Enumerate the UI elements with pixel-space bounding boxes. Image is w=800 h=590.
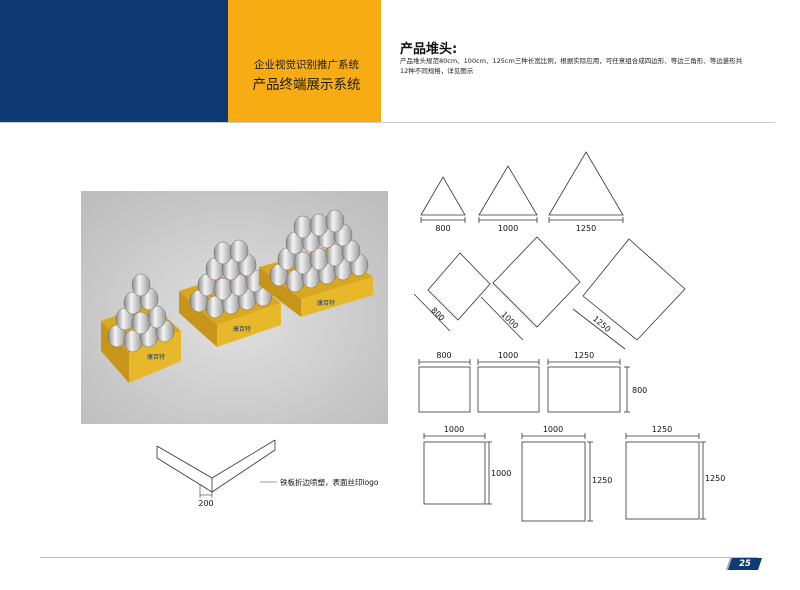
page-number: 25 (739, 559, 751, 569)
triangle-shapes (420, 151, 624, 223)
svg-text:康百特: 康百特 (233, 325, 251, 333)
page-number-badge (726, 558, 762, 570)
rectangle-1000x1250 (521, 441, 586, 522)
display-tray-left: 康百特 (101, 273, 181, 383)
rectangle-800-width-label: 800 (436, 351, 451, 360)
diamond-1000 (492, 236, 581, 328)
header-yellow-block (228, 0, 381, 122)
rectangle-1000x800 (477, 366, 540, 413)
diamond-1000-label: 1000 (499, 310, 520, 331)
triangle-800-label: 800 (435, 224, 450, 233)
triangle-1250 (548, 151, 624, 216)
bent-sheet-dimension-label: 200 (198, 499, 213, 508)
product-display-photo: 康百特 康百特 (81, 191, 388, 424)
section-title: 产品堆头: (400, 42, 458, 57)
diamond-1250 (582, 238, 686, 341)
header-divider (0, 122, 775, 123)
square-1250x1250 (625, 441, 700, 520)
diamond-800-label: 800 (429, 306, 446, 323)
square-2-width-label: 1000 (543, 425, 563, 434)
header-blue-block (0, 0, 228, 122)
triangle-800 (420, 176, 466, 216)
rectangle-1250x800 (547, 366, 621, 413)
triangle-1000 (478, 165, 538, 216)
svg-text:康百特: 康百特 (317, 299, 335, 307)
triangle-1000-label: 1000 (498, 224, 518, 233)
square-2-height-label: 1250 (592, 476, 612, 485)
display-tray-middle: 康百特 (179, 239, 281, 347)
rectangle-shapes (418, 359, 630, 413)
svg-text:康百特: 康百特 (147, 353, 165, 361)
footer-divider (40, 557, 758, 558)
section-description: 产品堆头规范80cm、100cm、125cm三种长宽比例，根据实际应用，可任意组… (400, 57, 743, 75)
triangle-1250-label: 1250 (576, 224, 596, 233)
bent-sheet-detail (156, 439, 277, 498)
square-1-width-label: 1000 (444, 425, 464, 434)
display-tray-right: 康百特 (259, 209, 373, 317)
square-3-height-label: 1250 (705, 474, 725, 483)
bent-sheet-note: 铁板折边喷塑，表面丝印logo (280, 477, 379, 487)
rectangle-1250-width-label: 1250 (574, 351, 594, 360)
square-3-width-label: 1250 (652, 425, 672, 434)
rectangle-height-label: 800 (632, 386, 647, 395)
square-1000x1000 (423, 441, 486, 505)
square-1-height-label: 1000 (491, 469, 511, 478)
diamond-shapes (413, 236, 686, 350)
header-title-line1: 企业视觉识别推广系统 (254, 59, 359, 71)
header-title-line2: 产品终端展示系统 (252, 77, 361, 93)
square-shapes (423, 433, 706, 522)
rectangle-1000-width-label: 1000 (498, 351, 518, 360)
diamond-800 (427, 252, 491, 321)
rectangle-800x800 (418, 366, 471, 413)
